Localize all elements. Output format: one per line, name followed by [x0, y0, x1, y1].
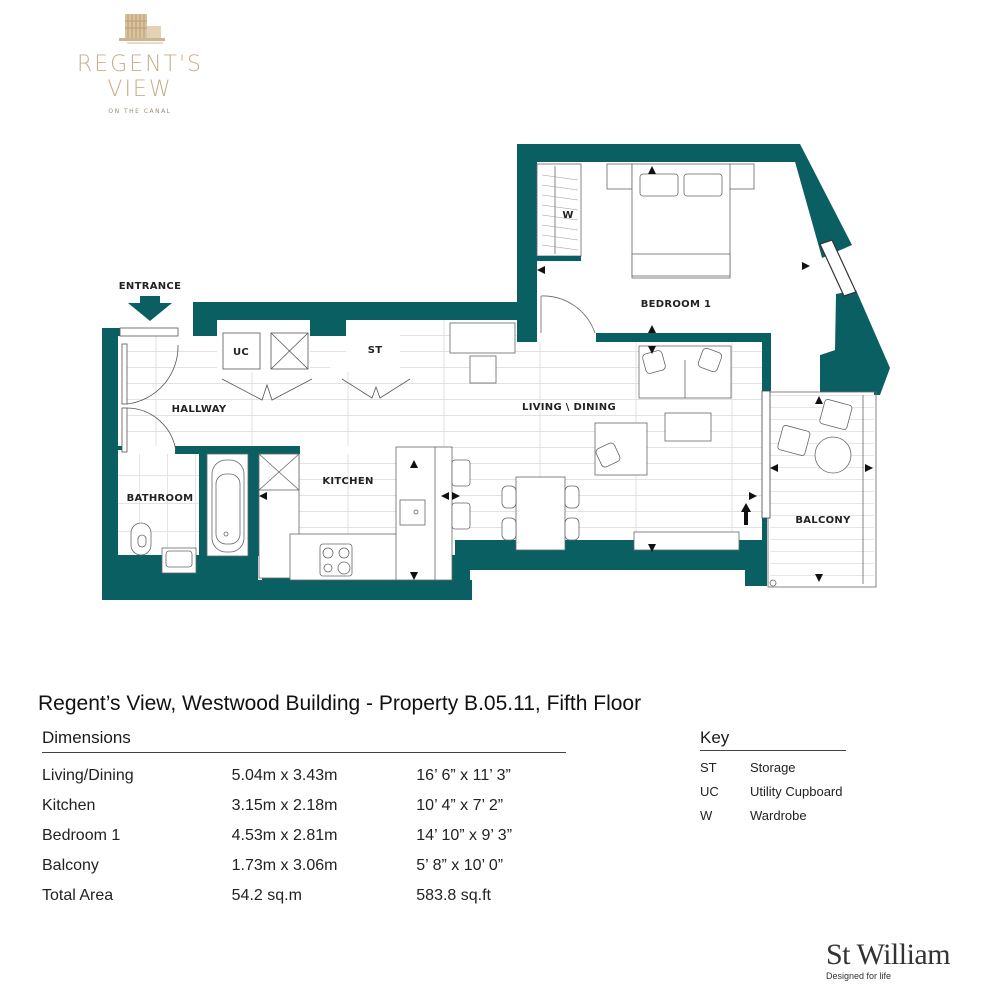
tv-unit — [633, 531, 740, 551]
key-code: ST — [700, 759, 717, 775]
north-arrow-icon — [741, 503, 751, 525]
room-metric: 3.15m x 2.18m — [231, 797, 338, 814]
brand-tagline: Designed for life — [826, 971, 892, 981]
key-legend: Key ST Storage UC Utility Cupboard W War… — [700, 728, 846, 827]
bedroom-label: BEDROOM 1 — [641, 299, 712, 310]
bar-stools — [451, 459, 471, 530]
key-row-wardrobe: W Wardrobe — [700, 803, 846, 827]
dimension-row-total-area: Total Area 54.2 sq.m 583.8 sq.ft — [42, 881, 566, 911]
logo-title: REGENT'S VIEW — [76, 52, 204, 102]
key-code: W — [700, 807, 713, 823]
building-logo-icon — [119, 14, 165, 44]
desk — [449, 322, 516, 384]
room-imperial: 10’ 4” x 7’ 2” — [416, 797, 504, 814]
bathroom-fixtures — [130, 453, 249, 574]
room-name: Balcony — [42, 857, 99, 874]
key-meaning: Storage — [750, 759, 796, 775]
dimension-row-kitchen: Kitchen 3.15m x 2.18m 10’ 4” x 7’ 2” — [42, 791, 566, 821]
dimensions-heading: Dimensions — [42, 728, 566, 753]
balcony-area — [767, 391, 877, 588]
room-imperial: 5’ 8” x 10’ 0” — [416, 857, 504, 874]
dimension-row-bedroom: Bedroom 1 4.53m x 2.81m 14’ 10” x 9’ 3” — [42, 821, 566, 851]
room-name: Living/Dining — [42, 767, 134, 784]
bedroom-area — [536, 162, 835, 395]
key-heading: Key — [700, 728, 846, 751]
room-metric: 54.2 sq.m — [231, 887, 302, 904]
uc-label: UC — [233, 347, 249, 358]
room-metric: 4.53m x 2.81m — [231, 827, 338, 844]
room-name: Bedroom 1 — [42, 827, 121, 844]
kitchen-fixtures — [258, 446, 453, 581]
key-meaning: Utility Cupboard — [750, 783, 843, 799]
st-label: ST — [368, 345, 383, 356]
brand-name: St William — [826, 938, 951, 971]
living-dining-label: LIVING \ DINING — [522, 402, 616, 413]
floor-plan: ENTRANCE UC ST HALLWAY — [102, 144, 890, 600]
coffee-table — [664, 412, 712, 442]
dimension-row-balcony: Balcony 1.73m x 3.06m 5’ 8” x 10’ 0” — [42, 851, 566, 881]
entrance-arrow-icon — [128, 303, 172, 321]
room-name: Kitchen — [42, 797, 96, 814]
wardrobe-label: W — [562, 210, 573, 221]
property-title: Regent’s View, Westwood Building - Prope… — [38, 692, 642, 715]
brand-logo: St William Designed for life — [826, 938, 951, 982]
bathroom-label: BATHROOM — [127, 493, 194, 504]
room-name: Total Area — [42, 887, 114, 904]
key-row-storage: ST Storage — [700, 755, 846, 779]
dining-set — [501, 476, 580, 551]
balcony-door — [761, 390, 771, 519]
wardrobe — [536, 163, 582, 257]
hallway-label: HALLWAY — [172, 404, 227, 415]
entrance-door — [119, 327, 179, 453]
key-code: UC — [700, 783, 719, 799]
dimensions-table: Dimensions Living/Dining 5.04m x 3.43m 1… — [42, 728, 566, 911]
utility-cupboard — [217, 320, 313, 401]
key-meaning: Wardrobe — [750, 807, 807, 823]
room-metric: 1.73m x 3.06m — [231, 857, 338, 874]
living-furniture — [594, 345, 740, 551]
room-metric: 5.04m x 3.43m — [231, 767, 338, 784]
room-imperial: 16’ 6” x 11’ 3” — [416, 767, 511, 784]
key-row-utility-cupboard: UC Utility Cupboard — [700, 779, 846, 803]
developer-logo: REGENT'S VIEW ON THE CANAL — [40, 12, 240, 115]
logo-subtitle: ON THE CANAL — [108, 108, 172, 115]
entrance-label: ENTRANCE — [119, 281, 181, 292]
bedroom-window — [819, 239, 857, 297]
room-imperial: 14’ 10” x 9’ 3” — [416, 827, 513, 844]
room-imperial: 583.8 sq.ft — [416, 887, 491, 904]
dimension-row-living-dining: Living/Dining 5.04m x 3.43m 16’ 6” x 11’… — [42, 761, 566, 791]
kitchen-label: KITCHEN — [322, 476, 373, 487]
socket-markers — [259, 166, 873, 582]
balcony-label: BALCONY — [795, 515, 851, 526]
storage-cupboard — [330, 320, 411, 399]
